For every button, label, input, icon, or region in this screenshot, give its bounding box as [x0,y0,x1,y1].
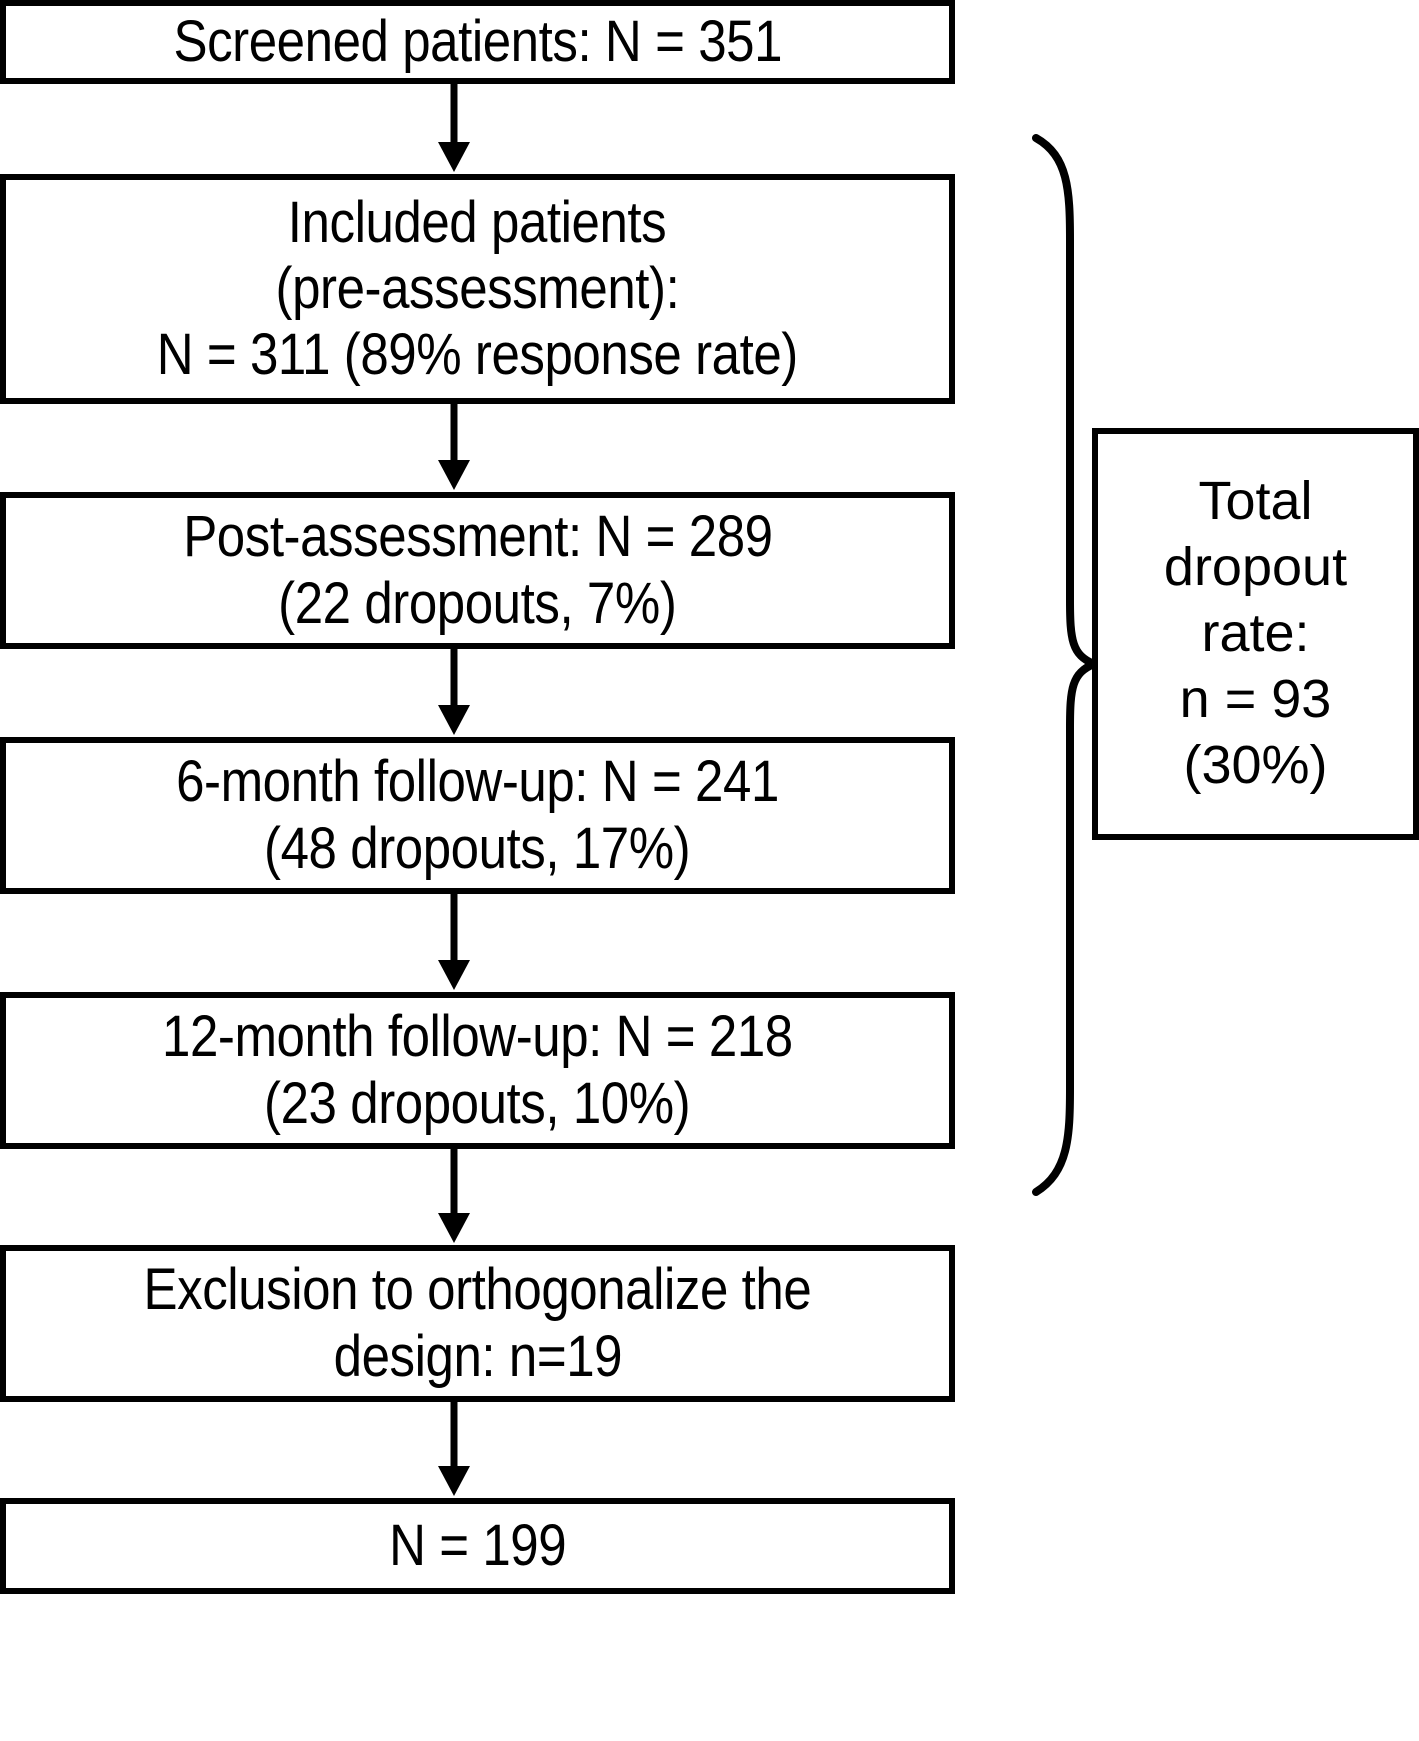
exclusion-orthogonalize-box: Exclusion to orthogonalize the design: n… [0,1245,955,1402]
edge-included-to-post [432,404,476,492]
edge-screened-to-included [432,84,476,174]
brace-dropout-grouping [1020,130,1105,1200]
exclusion-orthogonalize-line-1: Exclusion to orthogonalize the [143,1257,812,1323]
screened-patients-box: Screened patients: N = 351 [0,0,955,84]
total-dropout-rate-line-5: (30%) [1183,734,1328,795]
final-sample-line-1: N = 199 [388,1512,567,1578]
twelve-month-followup-line-2: (23 dropouts, 10%) [264,1070,691,1136]
edge-6month-to-12month [432,894,476,992]
edge-exclusion-to-final [432,1402,476,1498]
twelve-month-followup-line-1: 12-month follow-up: N = 218 [162,1004,793,1070]
six-month-followup-line-2: (48 dropouts, 17%) [264,815,691,881]
post-assessment-box: Post-assessment: N = 289 (22 dropouts, 7… [0,492,955,649]
total-dropout-rate-line-3: rate: [1201,603,1310,664]
included-patients-line-1: Included patients [288,189,667,255]
edge-12month-to-exclusion [432,1149,476,1245]
six-month-followup-line-1: 6-month follow-up: N = 241 [176,749,779,815]
included-patients-line-3: N = 311 (89% response rate) [156,322,799,388]
exclusion-orthogonalize-line-2: design: n=19 [333,1323,622,1389]
post-assessment-line-1: Post-assessment: N = 289 [182,504,773,570]
screened-patients-line-1: Screened patients: N = 351 [173,8,782,74]
final-sample-box: N = 199 [0,1498,955,1594]
post-assessment-line-2: (22 dropouts, 7%) [278,570,677,636]
included-patients-box: Included patients (pre-assessment): N = … [0,174,955,404]
total-dropout-rate-box: Total dropout rate: n = 93 (30%) [1092,428,1419,840]
total-dropout-rate-line-4: n = 93 [1179,668,1332,729]
edge-post-to-6month [432,649,476,737]
total-dropout-rate-line-1: Total [1198,471,1313,532]
six-month-followup-box: 6-month follow-up: N = 241 (48 dropouts,… [0,737,955,894]
included-patients-line-2: (pre-assessment): [275,255,680,321]
total-dropout-rate-line-2: dropout [1163,537,1348,598]
twelve-month-followup-box: 12-month follow-up: N = 218 (23 dropouts… [0,992,955,1149]
